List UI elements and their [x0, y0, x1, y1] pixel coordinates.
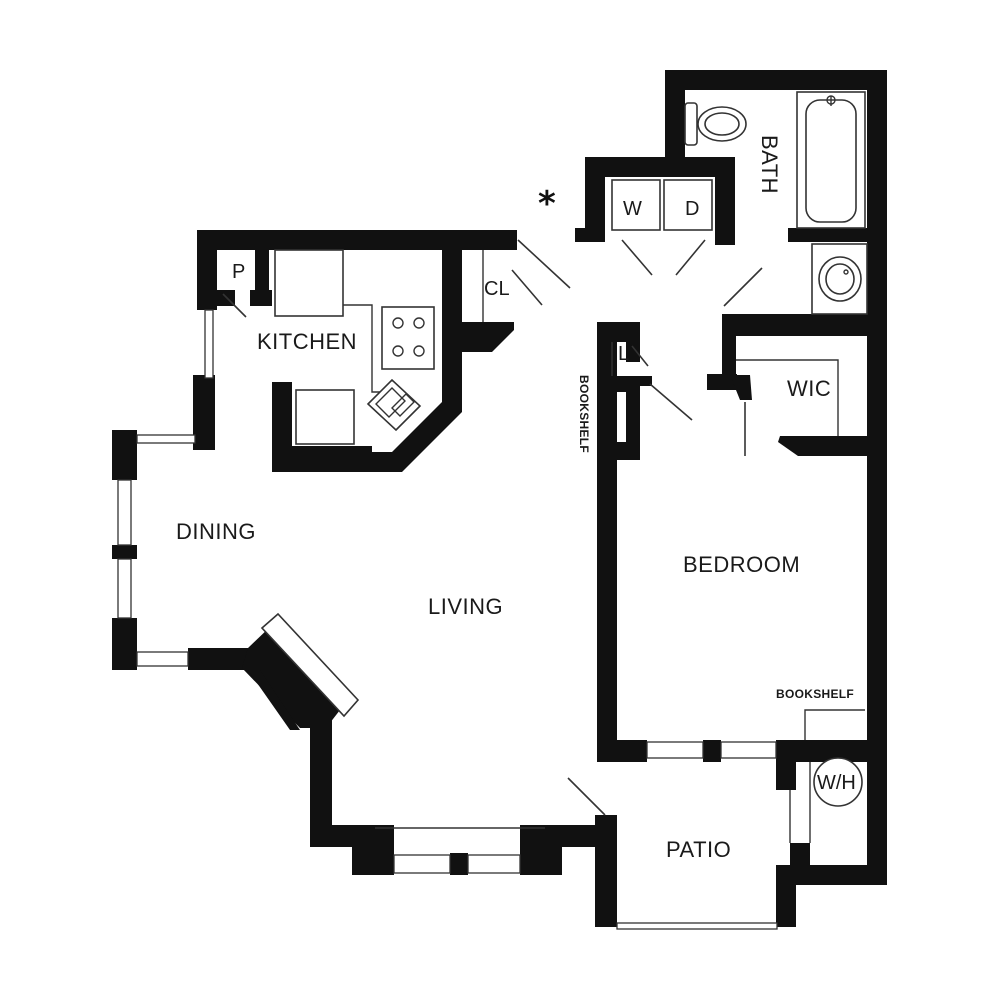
label-bookshelf-bedroom: BOOKSHELF [776, 687, 854, 701]
water-heater-icon [789, 757, 863, 843]
label-patio: PATIO [666, 837, 731, 862]
asterisk-marker: * [538, 184, 556, 224]
label-closet: CL [484, 278, 510, 300]
label-bookshelf-hall: BOOKSHELF [577, 375, 591, 453]
windows [117, 309, 778, 930]
label-water-heater: W/H [817, 772, 856, 794]
walls [112, 70, 887, 927]
stove-icon [381, 306, 435, 370]
refrigerator-icon [274, 249, 344, 317]
label-kitchen: KITCHEN [257, 329, 357, 354]
toilet-icon [684, 102, 747, 146]
label-dryer: D [685, 198, 699, 220]
doors [222, 239, 763, 816]
bathtub-icon [796, 91, 866, 229]
label-washer: W [623, 198, 642, 220]
washer-dryer-icon [611, 179, 713, 231]
label-pantry: P [232, 261, 245, 283]
kitchen-sink-icon [366, 378, 422, 432]
label-dining: DINING [176, 519, 256, 544]
room-labels: BATH W D P CL KITCHEN L BOOKSHELF WIC DI… [176, 135, 856, 862]
label-bedroom: BEDROOM [683, 552, 800, 577]
label-wic: WIC [787, 376, 831, 401]
bath-sink-icon [811, 243, 868, 315]
fireplace-icon [260, 612, 360, 718]
dishwasher-icon [295, 389, 355, 445]
fixtures [260, 91, 868, 843]
label-bath: BATH [757, 135, 782, 194]
label-living: LIVING [428, 594, 503, 619]
label-linen: L [618, 343, 629, 365]
